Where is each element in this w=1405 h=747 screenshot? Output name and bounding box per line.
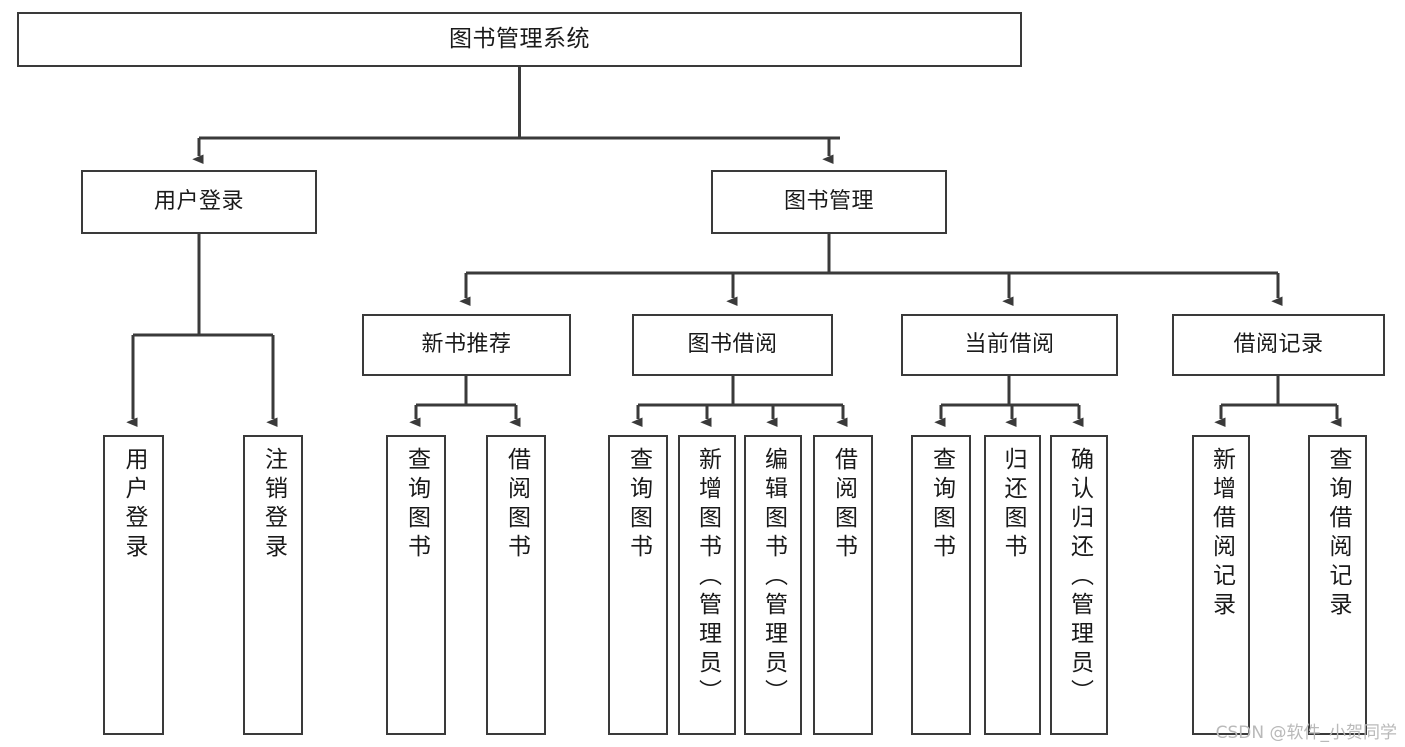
node-leaf-query-book-3[interactable]: 查询图书: [911, 435, 971, 735]
node-leaf-add-record-label: 新增借阅记录: [1208, 447, 1235, 621]
node-leaf-query-book-1[interactable]: 查询图书: [386, 435, 446, 735]
trunk-current-borrow: [941, 376, 1079, 419]
node-leaf-user-login-label: 用户登录: [121, 447, 147, 563]
trunk-root: [199, 67, 840, 156]
trunk-book-manage: [466, 234, 1278, 298]
node-leaf-return-book-label: 归还图书: [1000, 447, 1026, 563]
node-borrow-record-label: 借阅记录: [1233, 331, 1324, 357]
node-leaf-add-book[interactable]: 新增图书（管理员）: [678, 435, 736, 735]
node-new-book-rec[interactable]: 新书推荐: [362, 314, 571, 376]
node-leaf-query-record-label: 查询借阅记录: [1325, 447, 1351, 621]
node-leaf-borrow-book-2-label: 借阅图书: [830, 447, 857, 563]
node-leaf-edit-book[interactable]: 编辑图书（管理员）: [744, 435, 802, 735]
node-leaf-borrow-book-2[interactable]: 借阅图书: [813, 435, 873, 735]
node-leaf-return-book[interactable]: 归还图书: [984, 435, 1041, 735]
node-leaf-add-record[interactable]: 新增借阅记录: [1192, 435, 1250, 735]
node-user-login-label: 用户登录: [153, 188, 244, 214]
node-leaf-query-book-1-label: 查询图书: [403, 447, 430, 563]
node-leaf-borrow-book-1[interactable]: 借阅图书: [486, 435, 546, 735]
csdn-watermark: CSDN @软件_小贺同学: [1215, 723, 1397, 743]
trunk-user-login: [133, 234, 273, 419]
node-leaf-borrow-book-1-label: 借阅图书: [503, 447, 530, 563]
trunk-new-book-rec: [416, 376, 516, 419]
node-leaf-user-logout-label: 注销登录: [260, 447, 287, 563]
node-leaf-query-book-3-label: 查询图书: [928, 447, 955, 563]
node-current-borrow[interactable]: 当前借阅: [901, 314, 1118, 376]
node-book-manage-label: 图书管理: [783, 188, 874, 214]
node-leaf-query-record[interactable]: 查询借阅记录: [1308, 435, 1367, 735]
node-leaf-user-logout[interactable]: 注销登录: [243, 435, 303, 735]
node-book-borrow[interactable]: 图书借阅: [632, 314, 833, 376]
node-new-book-rec-label: 新书推荐: [421, 331, 512, 357]
node-root-label: 图书管理系统: [449, 25, 590, 52]
node-book-borrow-label: 图书借阅: [687, 331, 778, 357]
node-leaf-confirm-return[interactable]: 确认归还（管理员）: [1050, 435, 1108, 735]
node-leaf-user-login[interactable]: 用户登录: [103, 435, 164, 735]
node-current-borrow-label: 当前借阅: [964, 331, 1055, 357]
node-leaf-query-book-2[interactable]: 查询图书: [608, 435, 668, 735]
node-leaf-confirm-return-label: 确认归还（管理员）: [1066, 447, 1093, 708]
node-user-login[interactable]: 用户登录: [81, 170, 317, 234]
node-book-manage[interactable]: 图书管理: [711, 170, 947, 234]
node-borrow-record[interactable]: 借阅记录: [1172, 314, 1385, 376]
node-leaf-query-book-2-label: 查询图书: [625, 447, 652, 563]
node-root[interactable]: 图书管理系统: [17, 12, 1022, 67]
node-leaf-add-book-label: 新增图书（管理员）: [694, 447, 721, 708]
trunk-borrow-record: [1221, 376, 1337, 419]
node-leaf-edit-book-label: 编辑图书（管理员）: [760, 447, 787, 708]
trunk-book-borrow: [638, 376, 843, 419]
